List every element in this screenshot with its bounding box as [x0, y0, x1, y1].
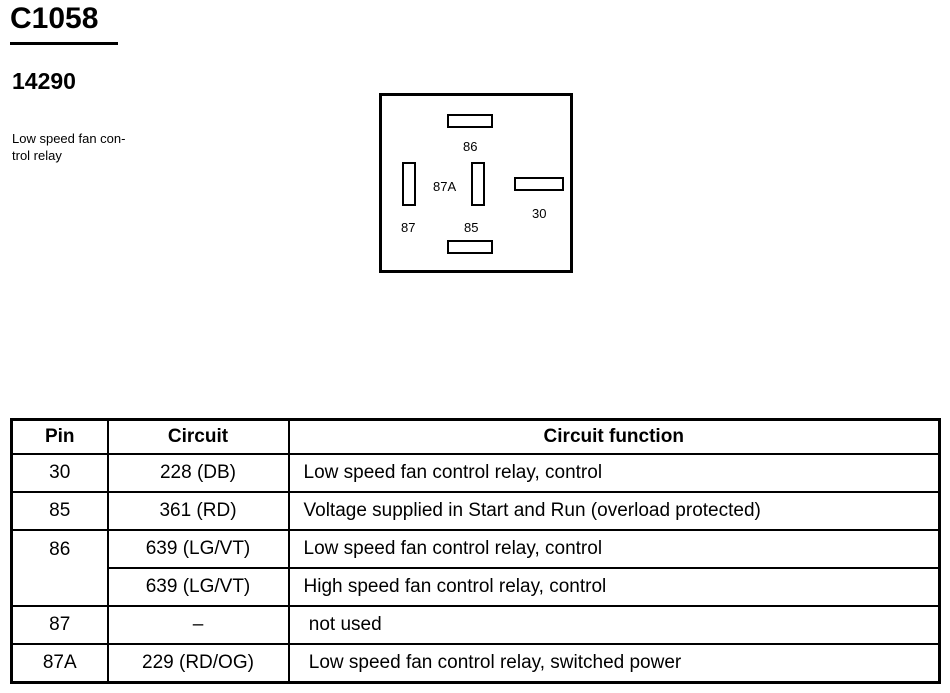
table-row: 86 639 (LG/VT) Low speed fan control rel… [10, 528, 941, 607]
pin-85-label: 85 [464, 220, 479, 235]
connector-description: Low speed fan con- trol relay [12, 131, 126, 163]
part-number: 14290 [12, 68, 76, 94]
pin-bottom-terminal [447, 240, 493, 254]
pin-cell: 86 [10, 528, 109, 607]
table-row: 85 361 (RD) Voltage supplied in Start an… [10, 490, 941, 531]
pin-cell: 87A [10, 642, 109, 684]
pin-cell: 85 [10, 490, 109, 531]
function-cell: Low speed fan control relay, switched po… [287, 642, 941, 684]
circuit-cell: 361 (RD) [106, 490, 290, 531]
pin-cell: 87 [10, 604, 109, 645]
connector-face-diagram: 86 87 87A 85 30 [379, 93, 573, 273]
pin-30-terminal [514, 177, 564, 191]
function-cell: Voltage supplied in Start and Run (overl… [287, 490, 941, 531]
title-underline [10, 42, 118, 45]
table-row: 30 228 (DB) Low speed fan control relay,… [10, 453, 941, 493]
header-pin: Pin [10, 418, 109, 455]
table-row: 639 (LG/VT) High speed fan control relay… [12, 566, 941, 607]
header-circuit-function: Circuit function [287, 418, 941, 455]
function-cell: Low speed fan control relay, control [287, 453, 941, 493]
circuit-cell: 639 (LG/VT) [106, 528, 290, 569]
function-cell: High speed fan control relay, control [287, 566, 941, 607]
circuit-cell: 639 (LG/VT) [106, 566, 290, 607]
pin-85-terminal [471, 162, 485, 206]
table-header-row: Pin Circuit Circuit function [10, 418, 941, 455]
circuit-cell: 229 (RD/OG) [106, 642, 290, 684]
table-row: 87A 229 (RD/OG) Low speed fan control re… [10, 642, 941, 684]
header-circuit: Circuit [106, 418, 290, 455]
pin-30-label: 30 [532, 206, 547, 221]
pin-86-terminal [447, 114, 493, 128]
pin-cell: 30 [10, 453, 109, 493]
connector-id: C1058 [10, 2, 99, 35]
pin-87a-label: 87A [433, 179, 457, 194]
pin-87-label: 87 [401, 220, 416, 235]
function-cell: not used [287, 604, 941, 645]
circuit-cell: 228 (DB) [106, 453, 290, 493]
pin-87-terminal [402, 162, 416, 206]
function-cell: Low speed fan control relay, control [287, 528, 941, 569]
circuit-cell: – [106, 604, 290, 645]
pin-86-label: 86 [463, 139, 478, 154]
table-row: 87 – not used [10, 604, 941, 645]
pin-table: Pin Circuit Circuit function 30 228 (DB)… [10, 418, 941, 684]
